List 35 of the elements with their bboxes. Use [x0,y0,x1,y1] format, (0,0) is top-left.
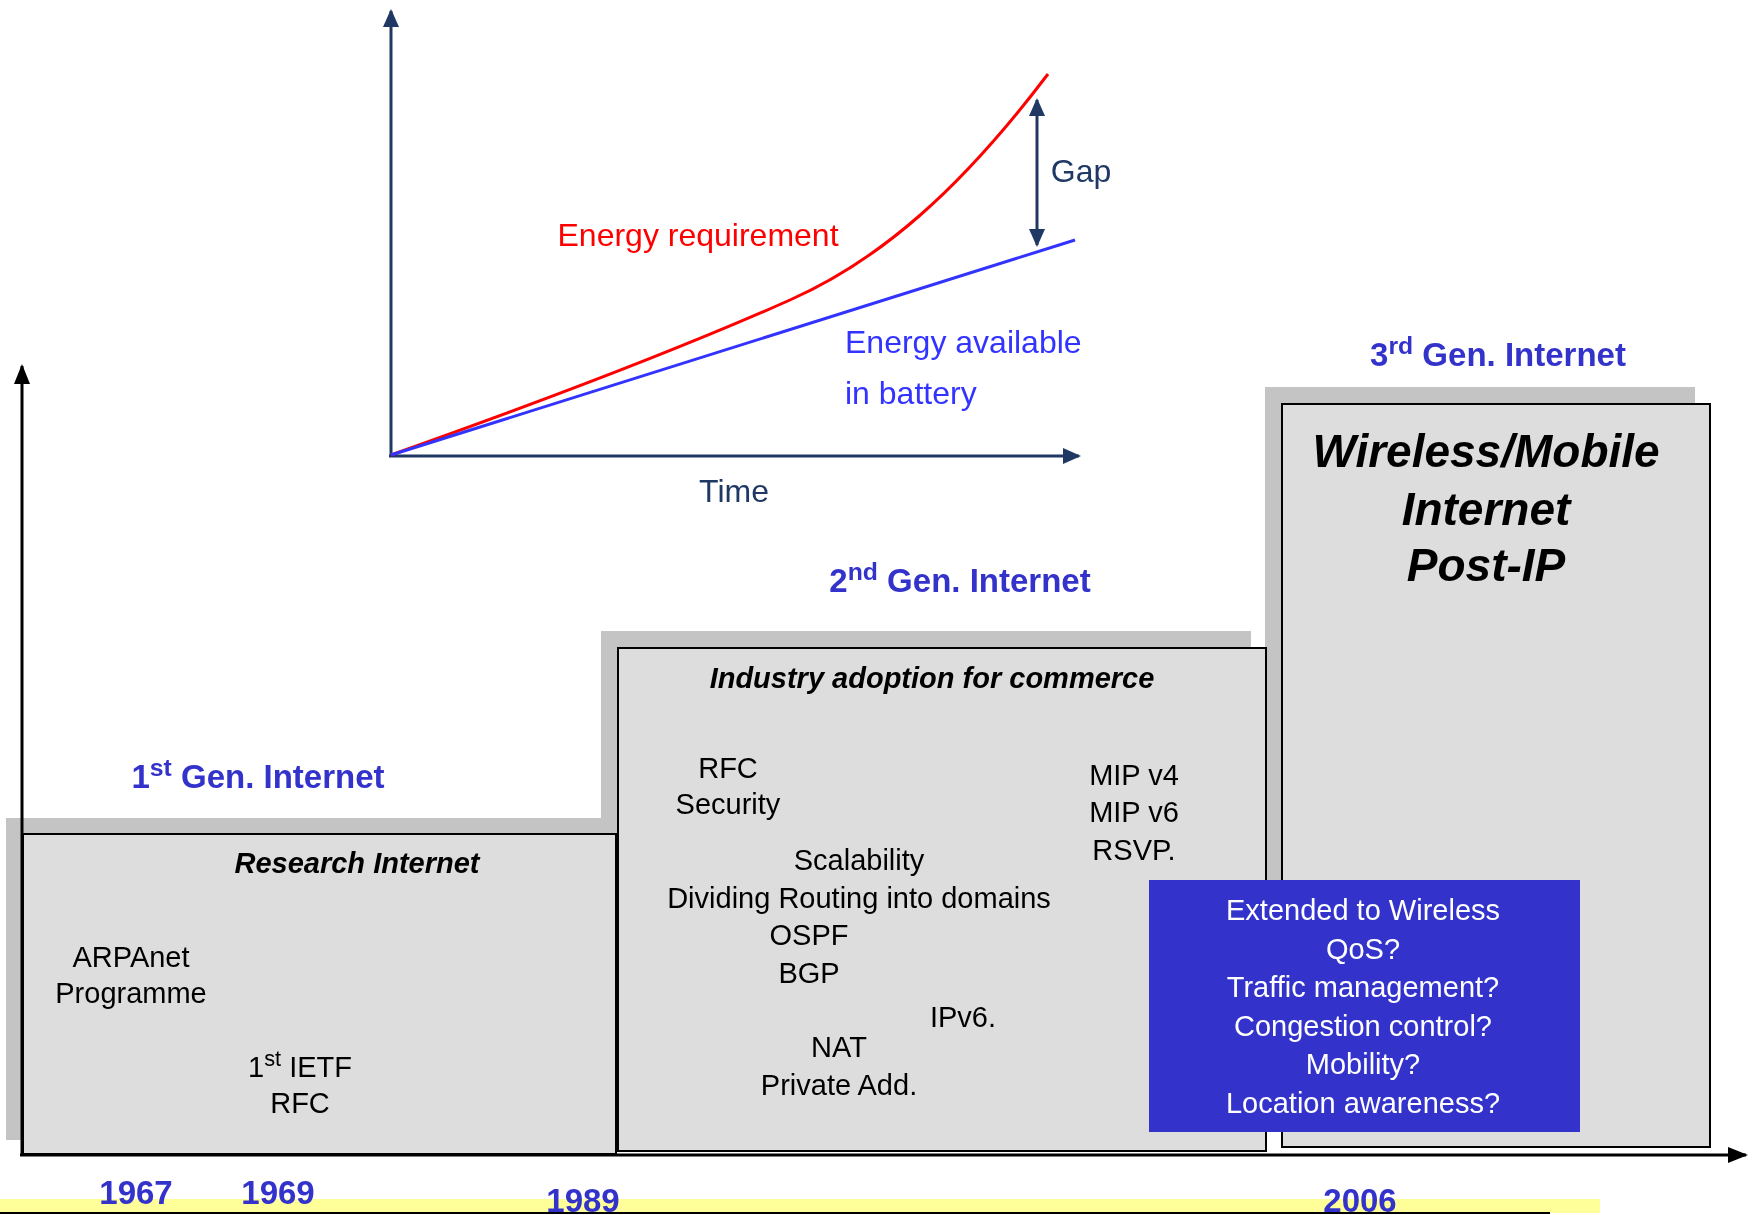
box-text: ARPAnet Programme [54,939,208,1011]
question-text: Extended to Wireless [1226,892,1500,928]
curve-label: Energy available in battery [845,322,1083,413]
question-text: Traffic management? [1226,969,1500,1005]
box-text: IPv6. [929,999,997,1035]
box-title: Wireless/Mobile Internet [1311,423,1661,536]
year-label: 1989 [546,1183,620,1215]
box-text: Dividing Routing into domains [667,880,1051,916]
box-title: Research Internet [234,846,480,882]
question-text: QoS? [1325,931,1401,967]
question-text: Mobility? [1305,1046,1421,1082]
year-label: 1969 [241,1175,315,1209]
box-text: NAT [811,1029,867,1065]
gap-label: Gap [1050,152,1112,191]
question-text: Location awareness? [1225,1085,1501,1121]
question-box [1149,880,1580,1132]
box-title: Post-IP [1406,538,1566,594]
question-text: Congestion control? [1234,1008,1492,1044]
year-label: 1967 [99,1175,173,1209]
generation-heading: 2$^{nd}$ Gen. Internet [829,563,1091,597]
year-label: 2006 [1323,1183,1397,1215]
box-text: OSPF [769,917,849,953]
box-text: BGP [778,955,840,991]
axis-label: Time [699,472,769,511]
box-text: MIP v4 [1089,757,1179,793]
box-text: Private Add. [760,1067,918,1103]
box-text: 1$^{st}$ IETF RFC [247,1048,353,1121]
curve-label: Energy requirement [557,216,839,255]
box-title: Industry adoption for commerce [709,661,1155,697]
box-text: RFC Security [674,750,782,822]
box-text: RSVP. [1092,832,1176,868]
generation-heading: 1$^{st}$ Gen. Internet [131,759,385,793]
box-text: Scalability [793,842,925,878]
box-text: MIP v6 [1089,794,1179,830]
generation-heading: 3$^{rd}$ Gen. Internet [1370,337,1626,371]
